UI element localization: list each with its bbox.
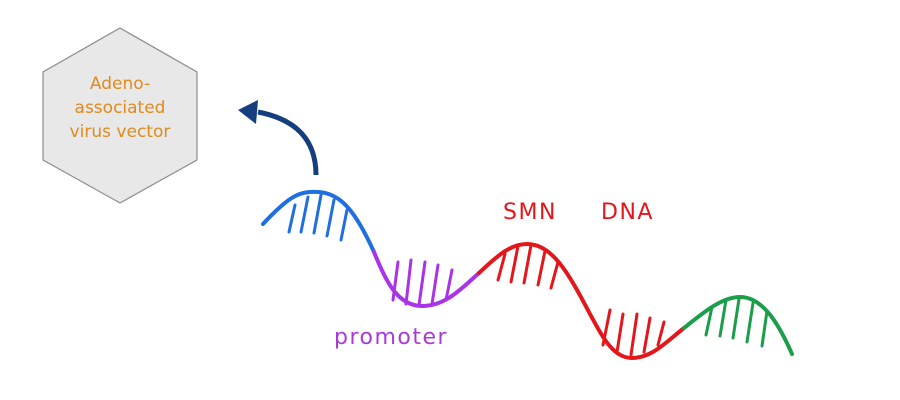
dna-label: DNA	[601, 200, 654, 225]
dna-head-rung	[299, 195, 310, 234]
dna-smn-rung	[509, 244, 520, 284]
dna-tail-rung	[704, 305, 714, 337]
dna-tail-strand	[682, 294, 794, 356]
dna-promoter-segment	[372, 250, 481, 309]
dna-promoter-rung	[444, 268, 454, 302]
dna-promoter-rung	[430, 263, 440, 306]
virus-vector-label-line: Adeno-	[89, 74, 151, 94]
dna-head-rung	[312, 193, 323, 235]
insert-arrow-shaft	[257, 109, 319, 176]
virus-vector-label: Adeno- associated virus vector	[48, 72, 192, 144]
promoter-label: promoter	[334, 325, 449, 350]
dna-tail-rung	[745, 301, 755, 344]
dna-tail-rung	[731, 297, 741, 340]
dna-smn-rung	[629, 312, 639, 357]
dna-promoter-strand	[372, 250, 481, 309]
dna-promoter-rung	[417, 260, 427, 307]
dna-smn-rung	[549, 260, 560, 290]
dna-promoter-rung	[404, 258, 413, 306]
dna-smn-rung	[642, 316, 652, 354]
insert-arrow-head	[238, 100, 258, 124]
dna-tail-segment	[682, 294, 794, 356]
dna-head-rung	[287, 203, 297, 234]
dna-smn-segment	[477, 241, 686, 361]
dna-smn-strand	[477, 241, 686, 361]
dna-tail-rung	[718, 298, 728, 338]
dna-smn-rung	[615, 312, 625, 354]
insert-arrow-icon	[238, 100, 319, 176]
virus-vector-label-line: associated	[74, 98, 166, 118]
smn-label: SMN	[503, 200, 557, 225]
dna-smn-rung	[656, 320, 666, 347]
dna-head-segment	[261, 189, 376, 254]
dna-smn-rung	[536, 249, 547, 287]
dna-tail-rung	[760, 309, 769, 348]
dna-smn-rung	[496, 252, 507, 282]
dna-smn-rung	[601, 308, 612, 347]
dna-head-rung	[325, 198, 336, 238]
virus-vector-label-line: virus vector	[69, 122, 171, 142]
virus-vector-hexagon	[42, 27, 198, 204]
dna-smn-rung	[522, 243, 533, 285]
dna-promoter-rung	[391, 260, 400, 302]
dna-head-strand	[261, 189, 376, 254]
dna-head-rung	[339, 208, 349, 242]
